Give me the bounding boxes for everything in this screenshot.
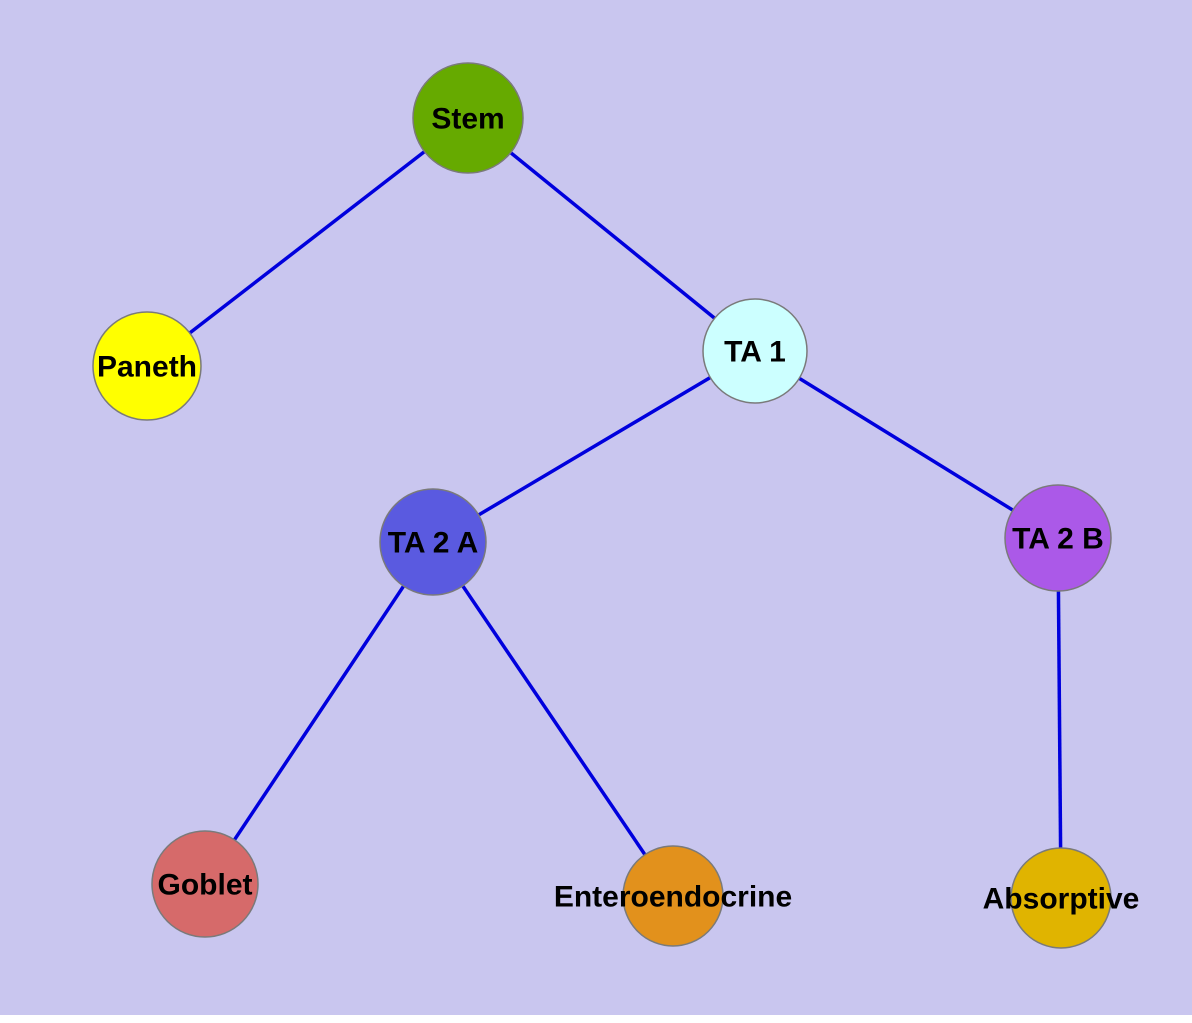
edge-ta1-ta2a <box>432 349 756 544</box>
node-ta1[interactable]: TA 1 <box>702 298 808 404</box>
edge-ta1-ta2b <box>754 349 1059 540</box>
node-circle-enteroendocrine[interactable] <box>622 845 724 947</box>
edge-ta2a-enteroendocrine <box>431 541 675 897</box>
node-circle-ta2a[interactable] <box>379 488 487 596</box>
edge-ta2a-goblet <box>203 541 435 885</box>
node-circle-goblet[interactable] <box>151 830 259 938</box>
node-stem[interactable]: Stem <box>412 62 524 174</box>
bottom-strip <box>0 1015 1192 1023</box>
edge-stem-ta1 <box>466 116 757 353</box>
node-ta2b[interactable]: TA 2 B <box>1004 484 1112 592</box>
node-goblet[interactable]: Goblet <box>151 830 259 938</box>
edge-ta2b-absorptive <box>1056 537 1063 899</box>
node-ta2a[interactable]: TA 2 A <box>379 488 487 596</box>
edge-stem-paneth <box>145 116 470 368</box>
node-paneth[interactable]: Paneth <box>92 311 202 421</box>
node-circle-ta1[interactable] <box>702 298 808 404</box>
node-circle-paneth[interactable] <box>92 311 202 421</box>
node-circle-stem[interactable] <box>412 62 524 174</box>
node-circle-absorptive[interactable] <box>1010 847 1112 949</box>
node-circle-ta2b[interactable] <box>1004 484 1112 592</box>
